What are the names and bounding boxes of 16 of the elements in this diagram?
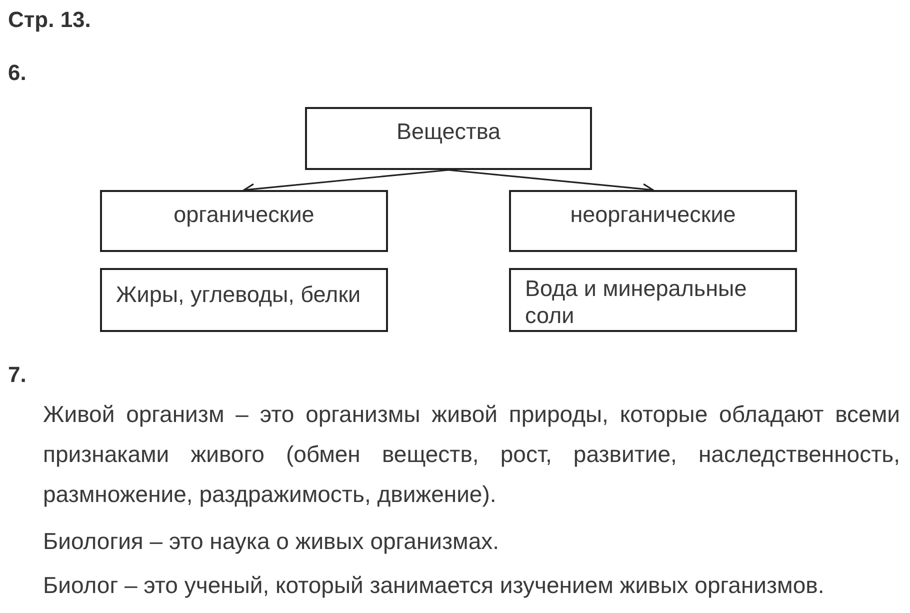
- process-box: [305, 107, 592, 170]
- process-box: [100, 190, 388, 252]
- process-box: [509, 268, 797, 332]
- node-label: Жиры, углеводы, белки: [116, 282, 362, 307]
- task-number: 7.: [8, 362, 26, 388]
- task-number: 6.: [8, 60, 26, 86]
- process-box: [100, 268, 388, 332]
- paragraph: Биология – это наука о живых организмах.: [43, 527, 500, 556]
- page-heading: Стр. 13.: [8, 7, 91, 33]
- node-label: органические: [172, 202, 316, 227]
- process-box: [509, 190, 797, 252]
- node-label: Вода и минеральные соли: [525, 275, 748, 329]
- node-label: Вещества: [395, 119, 502, 144]
- paragraph: Биолог – это ученый, который занимается изучением живых организмов.: [43, 571, 826, 600]
- node-label: неорганические: [569, 202, 737, 227]
- paragraph: Живой организм – это организмы живой природы, которые обладают всеми признаками живого (обмен веществ, рост, развитие, наследственность, размножение, раздражимость, движение).: [43, 400, 900, 509]
